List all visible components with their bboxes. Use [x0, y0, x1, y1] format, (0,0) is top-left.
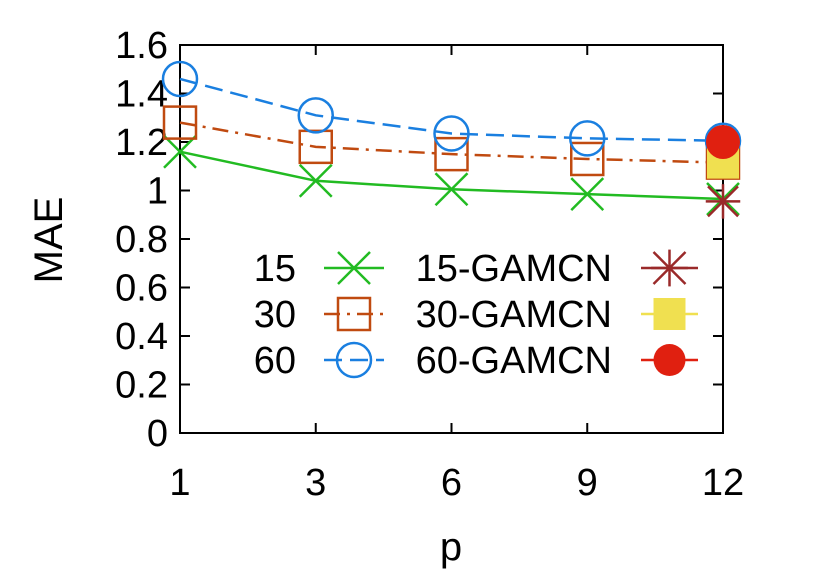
square-marker [298, 129, 333, 165]
filled-circle-marker [653, 344, 686, 376]
y-tick-label: 1 [147, 171, 168, 213]
y-axis-label: MAE [27, 197, 71, 284]
y-tick-label: 0.2 [115, 365, 168, 407]
x-axis: 1 3 6 9 12 [169, 45, 744, 504]
square-marker [434, 136, 469, 172]
cross-marker [163, 134, 197, 169]
x-tick-label: 12 [702, 462, 744, 504]
y-tick-label: 0.4 [115, 316, 168, 358]
legend-label: 15-GAMCN [416, 248, 612, 290]
x-tick-label: 6 [441, 462, 462, 504]
legend-label: 60-GAMCN [416, 340, 612, 382]
series-15 [163, 134, 740, 216]
series-line [179, 121, 724, 164]
x-tick-label: 1 [169, 462, 190, 504]
x-tick-label: 3 [305, 462, 326, 504]
square-marker [570, 141, 605, 177]
circle-marker [335, 341, 373, 379]
series-60 [161, 60, 742, 160]
square-marker [162, 105, 198, 140]
series-line [179, 150, 724, 201]
y-tick-label: 0.6 [115, 268, 168, 310]
legend-label: 30 [254, 294, 296, 336]
y-tick-label: 1.2 [115, 122, 168, 164]
series-15-GAMCN [705, 184, 741, 219]
series-layer [161, 60, 742, 219]
y-tick-label: 0.8 [115, 219, 168, 261]
series-line [179, 77, 724, 143]
legend-label: 60 [254, 340, 296, 382]
legend-label: 30-GAMCN [416, 294, 612, 336]
circle-marker [433, 115, 470, 152]
circle-marker [569, 120, 606, 157]
cross-marker [434, 172, 469, 207]
cross-marker [298, 163, 333, 198]
legend-label: 15 [254, 248, 296, 290]
circle-marker [297, 97, 334, 134]
cross-marker [337, 251, 371, 285]
series-60-GAMCN [706, 125, 740, 159]
y-tick-label: 1.6 [115, 25, 168, 67]
circle-marker [161, 60, 199, 98]
x-axis-label: p [440, 525, 462, 569]
square-marker [336, 296, 372, 332]
filled-square-marker [653, 298, 686, 330]
cross-marker [570, 177, 605, 212]
y-tick-label: 0 [147, 413, 168, 455]
y-tick-label: 1.4 [115, 74, 168, 116]
filled-circle-marker [706, 125, 740, 159]
y-axis: 0 0.2 0.4 0.6 0.8 1 1.2 1.4 1.6 [115, 25, 723, 455]
x-tick-label: 9 [577, 462, 598, 504]
